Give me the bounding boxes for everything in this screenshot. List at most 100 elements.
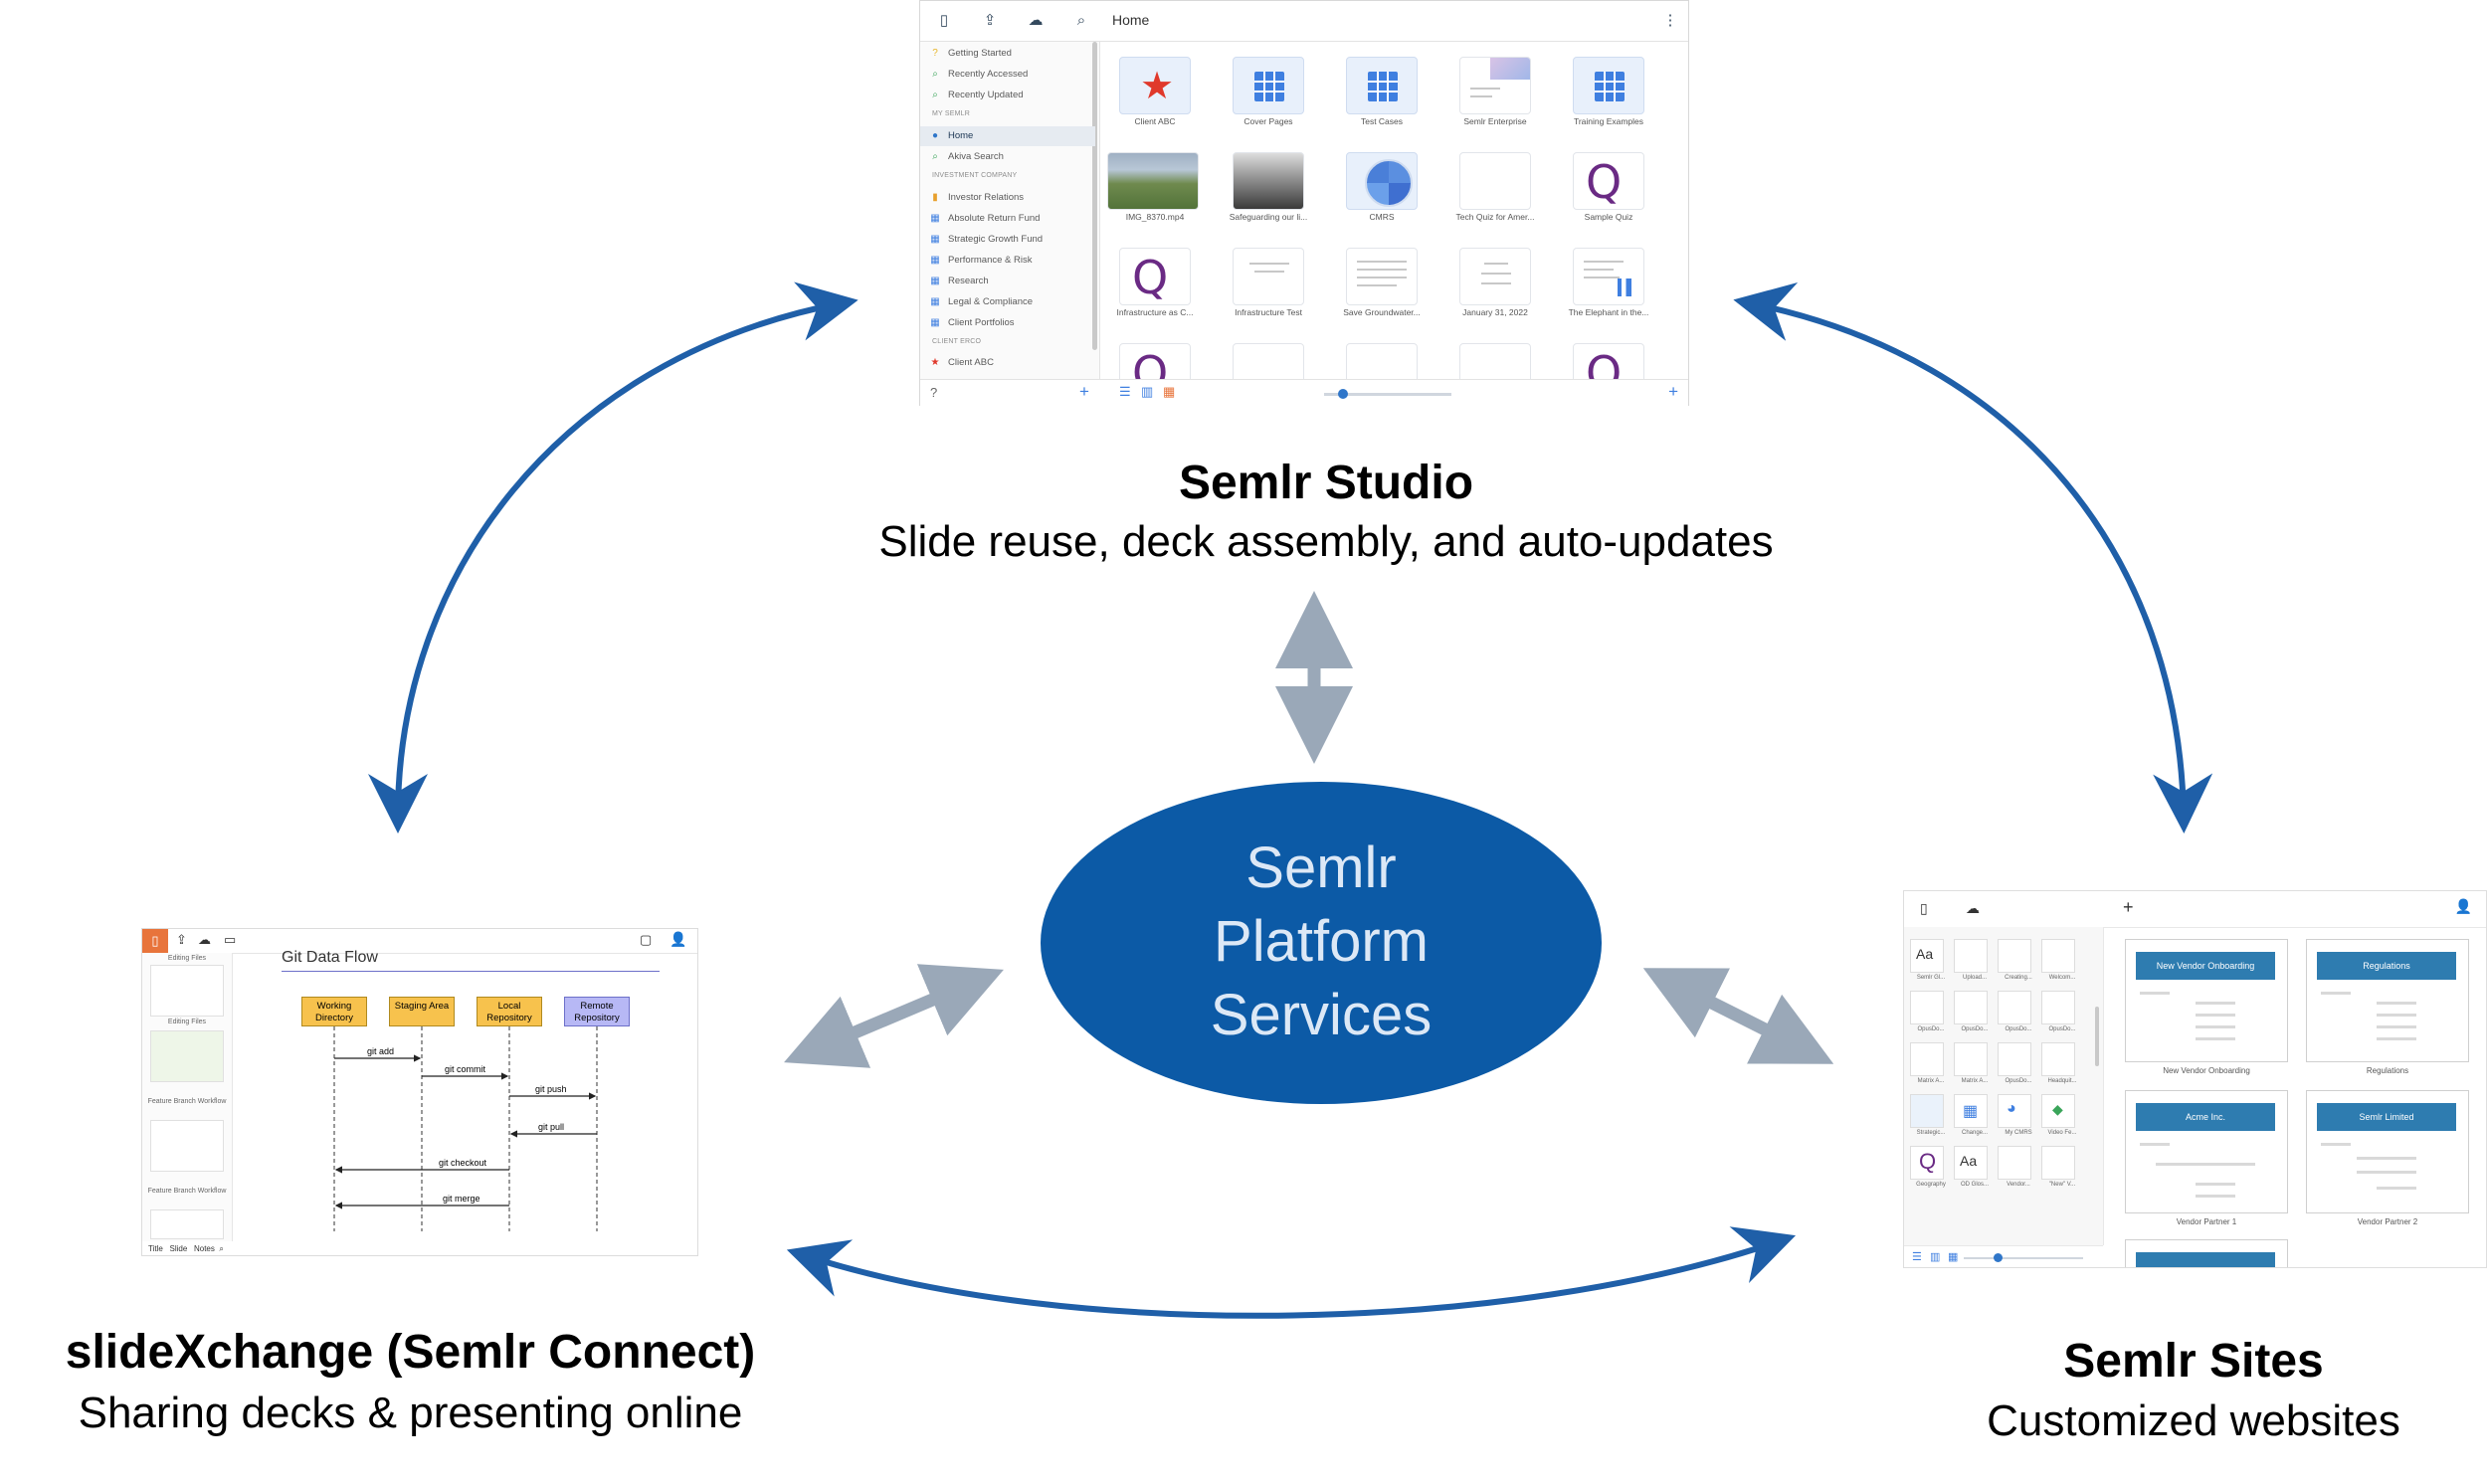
sidebar-item-legal-compliance[interactable]: ▦Legal & Compliance (920, 292, 1095, 312)
add-icon[interactable]: + (1668, 382, 1678, 401)
asset-thumb[interactable]: "New" V... (2041, 1146, 2075, 1188)
tile-save-groundwater[interactable]: Save Groundwater... (1332, 240, 1432, 329)
columns-view-icon[interactable]: ▥ (1141, 384, 1154, 399)
share-icon[interactable]: ⇪ (983, 12, 997, 29)
search-icon[interactable]: ⌕ (1076, 12, 1086, 29)
help-icon[interactable]: ? (930, 385, 938, 400)
tile-elephant[interactable]: The Elephant in the... (1559, 240, 1658, 329)
tile-cover-pages[interactable]: Cover Pages (1219, 49, 1318, 138)
sidebar-scrollbar[interactable] (1092, 42, 1097, 350)
sidebar-item-strategic-growth[interactable]: ▦Strategic Growth Fund (920, 230, 1095, 250)
asset-thumb[interactable]: OpusDo... (1998, 991, 2032, 1032)
asset-thumb[interactable]: Matrix A... (1910, 1042, 1944, 1084)
add-icon[interactable]: + (1079, 382, 1089, 401)
asset-thumb[interactable]: Welcom... (2041, 939, 2075, 981)
tab-slide[interactable]: Slide (169, 1244, 188, 1253)
present-icon[interactable]: ▭ (224, 932, 237, 947)
tile-video[interactable]: IMG_8370.mp4 (1105, 144, 1205, 234)
tile-caption: The Elephant in the... (1568, 307, 1649, 317)
sidebar-item-recently-accessed[interactable]: ⌕Recently Accessed (920, 65, 1095, 85)
site-card-acme[interactable]: Acme Inc. (2125, 1090, 2288, 1213)
asset-thumb[interactable]: OpusDo... (2041, 991, 2076, 1032)
list-view-icon[interactable]: ☰ (1119, 384, 1131, 399)
asset-thumb[interactable]: Vendor... (1998, 1146, 2031, 1188)
tab-title[interactable]: Title (148, 1244, 163, 1253)
tile-partial-quiz[interactable]: Q (1105, 335, 1205, 379)
search-icon[interactable]: ⌕ (219, 1244, 224, 1253)
tile-safeguarding[interactable]: Safeguarding our li... (1219, 144, 1318, 234)
asset-thumb[interactable]: Upload... (1954, 939, 1988, 981)
panel-scrollbar[interactable] (2095, 1007, 2099, 1066)
asset-thumb[interactable]: ◆Video Fe... (2041, 1094, 2076, 1136)
asset-thumb[interactable]: ◕My CMRS (1998, 1094, 2032, 1136)
slide-thumb[interactable] (150, 1120, 224, 1172)
asset-thumb[interactable]: Matrix A... (1954, 1042, 1988, 1084)
tile-training-examples[interactable]: Training Examples (1559, 49, 1658, 138)
user-icon[interactable]: 👤 (2454, 898, 2472, 914)
sidebar-toggle-icon[interactable]: ▯ (142, 929, 168, 953)
tile-test-cases[interactable]: Test Cases (1332, 49, 1432, 138)
slide-thumb[interactable] (150, 1030, 224, 1082)
tile-semlr-enterprise[interactable]: Semlr Enterprise (1445, 49, 1545, 138)
more-menu-icon[interactable]: ⋮ (1662, 12, 1678, 29)
sidebar-item-getting-started[interactable]: ?Getting Started (920, 44, 1095, 64)
cloud-upload-icon[interactable]: ☁ (1966, 900, 1980, 916)
share-icon[interactable]: ⇪ (176, 932, 187, 947)
add-icon[interactable]: + (2123, 897, 2134, 917)
sidebar-item-investor-relations[interactable]: ▮Investor Relations (920, 188, 1095, 208)
list-view-icon[interactable]: ☰ (1912, 1251, 1922, 1263)
tile-partial[interactable] (1219, 335, 1318, 379)
site-card-onboarding[interactable]: New Vendor Onboarding (2125, 939, 2288, 1062)
cloud-upload-icon[interactable]: ☁ (1028, 12, 1044, 29)
site-card-regulations[interactable]: Regulations (2306, 939, 2469, 1062)
zoom-slider[interactable] (1964, 1253, 2083, 1262)
asset-thumb[interactable]: Headquit... (2041, 1042, 2077, 1084)
asset-thumb[interactable]: ▦Change... (1954, 1094, 1988, 1136)
sidebar-item-recently-updated[interactable]: ⌕Recently Updated (920, 86, 1095, 105)
asset-thumb[interactable]: OpusDo... (1910, 991, 1945, 1032)
tile-client-abc[interactable]: ★Client ABC (1105, 49, 1205, 138)
sidebar-item-performance-risk[interactable]: ▦Performance & Risk (920, 251, 1095, 271)
asset-thumb[interactable]: Creating... (1998, 939, 2032, 981)
grid-view-icon[interactable]: ▦ (1163, 384, 1176, 399)
tile-infrastructure-test[interactable]: Infrastructure Test (1219, 240, 1318, 329)
sidebar-item-absolute-return[interactable]: ▦Absolute Return Fund (920, 209, 1095, 229)
zoom-slider[interactable] (1324, 389, 1451, 399)
asset-thumb[interactable]: OpusDo... (1998, 1042, 2032, 1084)
tile-partial[interactable] (1445, 335, 1545, 379)
tab-notes[interactable]: Notes (193, 1244, 215, 1253)
cloud-icon[interactable]: ☁ (198, 932, 211, 947)
asset-thumb[interactable]: Strategic... (1910, 1094, 1945, 1136)
columns-view-icon[interactable]: ▥ (1930, 1251, 1941, 1263)
tile-tech-quiz[interactable]: Tech Quiz for Amer... (1445, 144, 1545, 234)
sidebar-item-research[interactable]: ▦Research (920, 272, 1095, 291)
tile-cmrs[interactable]: CMRS (1332, 144, 1432, 234)
folder-icon[interactable]: ▢ (640, 932, 653, 947)
sidebar-toggle-icon[interactable]: ▯ (939, 12, 949, 29)
slide-thumb[interactable] (150, 965, 224, 1017)
user-icon[interactable]: 👤 (670, 931, 687, 947)
sidebar-toggle-icon[interactable]: ▯ (1920, 900, 1928, 916)
slide-thumb[interactable] (150, 1209, 224, 1239)
sidebar-item-client-portfolios[interactable]: ▦Client Portfolios (920, 313, 1095, 333)
sidebar-item-akiva-search[interactable]: ⌕Akiva Search (920, 147, 1095, 167)
asset-thumb[interactable]: OpusDo... (1954, 991, 1989, 1032)
sx-slide-canvas: Git Data Flow Working Directory Staging … (232, 949, 697, 1241)
site-card-partial[interactable] (2125, 1239, 2288, 1267)
sidebar-item-home[interactable]: ●Home (920, 126, 1095, 146)
site-card-semlr-limited[interactable]: Semlr Limited (2306, 1090, 2469, 1213)
sidebar-item-client-abc[interactable]: ★Client ABC (920, 353, 1095, 373)
grid-view-icon[interactable]: ▦ (1948, 1251, 1959, 1263)
breadcrumb[interactable]: Home (1112, 12, 1150, 28)
tile-january-31[interactable]: January 31, 2022 (1445, 240, 1545, 329)
zoom-slider-thumb[interactable] (1994, 1253, 2003, 1262)
quiz-icon: Q (1132, 251, 1169, 304)
tile-partial[interactable] (1332, 335, 1432, 379)
zoom-slider-thumb[interactable] (1338, 389, 1348, 399)
tile-partial-quiz[interactable]: Q (1559, 335, 1658, 379)
